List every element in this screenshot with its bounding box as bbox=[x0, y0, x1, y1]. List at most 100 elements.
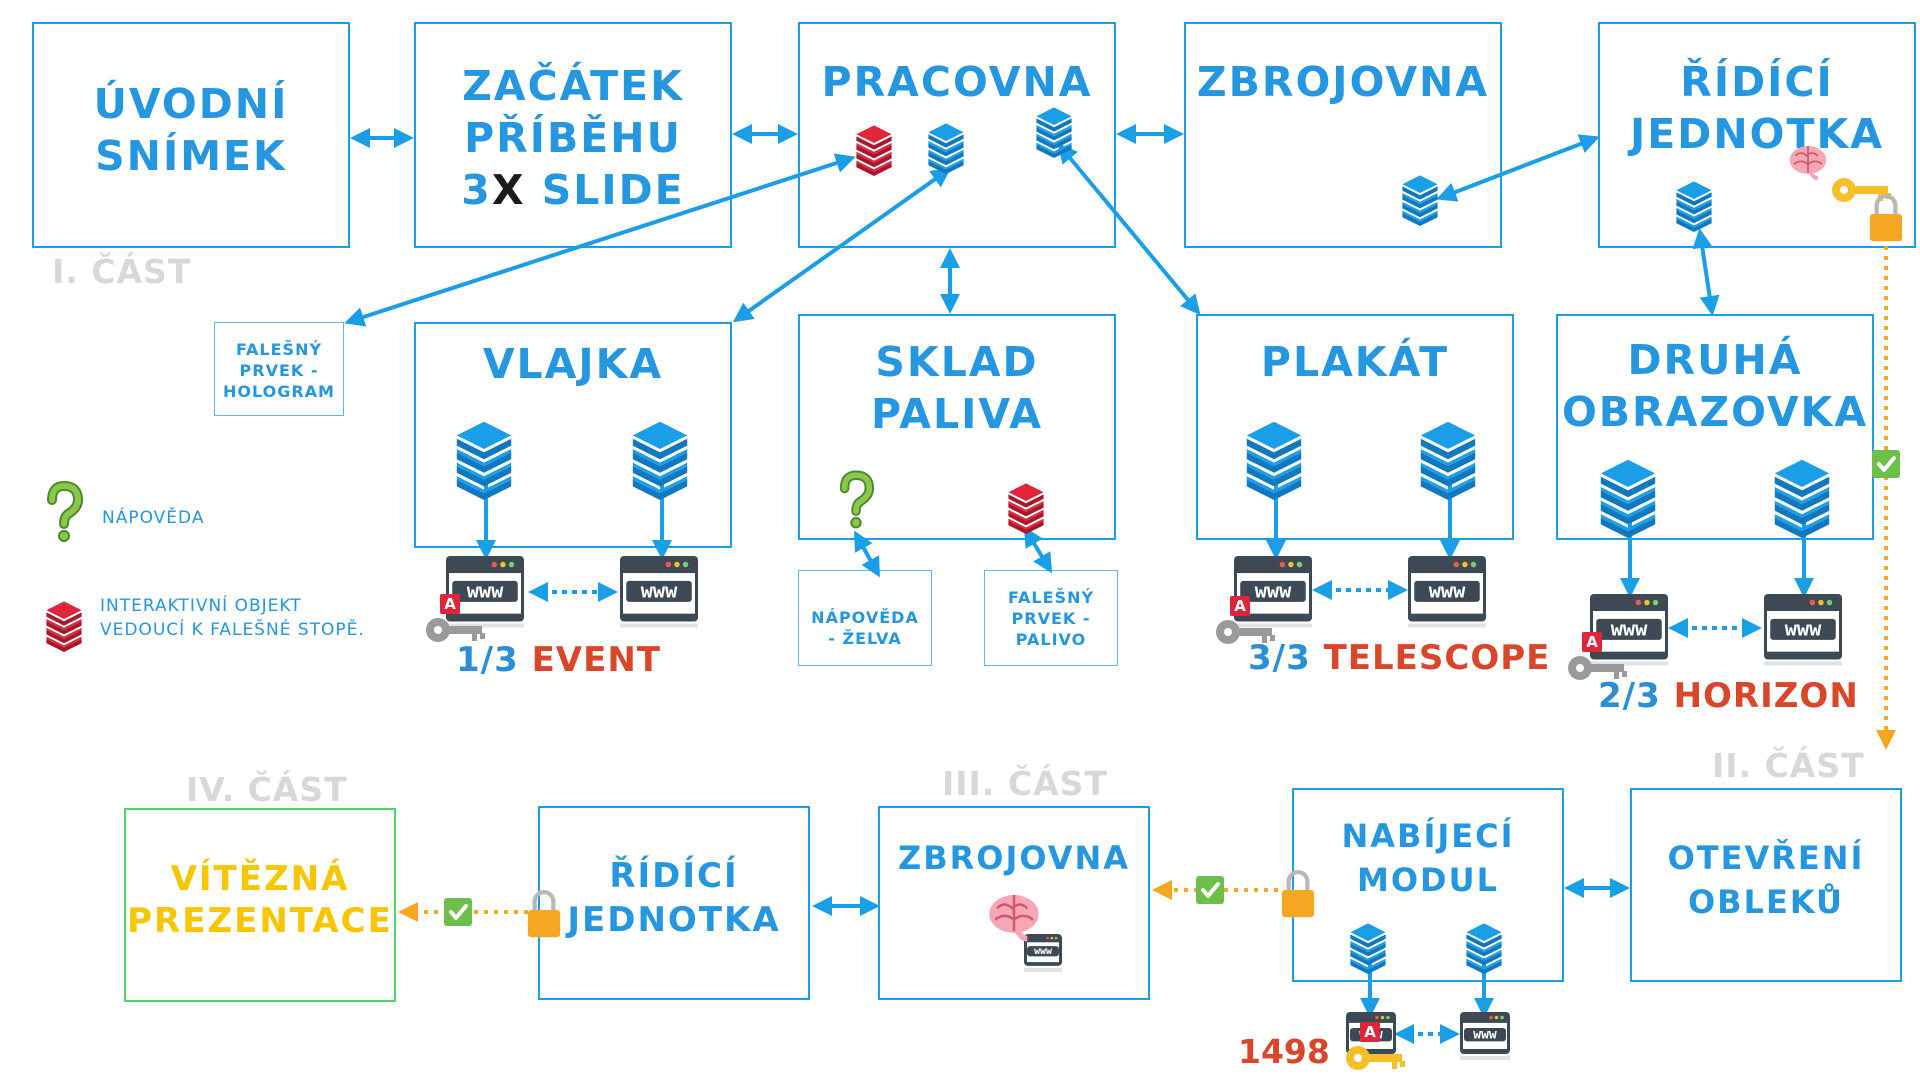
key-badge: A bbox=[1230, 596, 1250, 616]
room-ridici-jednotka: ŘÍDÍCÍ JEDNOTKA bbox=[1598, 22, 1916, 248]
link-zbrojovna-ridici bbox=[1436, 134, 1600, 202]
small-box-label: FALEŠNÝ PRVEK - HOLOGRAM bbox=[223, 340, 335, 401]
code-fraction: 3/3 bbox=[1248, 638, 1311, 678]
check-icon bbox=[444, 898, 472, 926]
room-ridici-jednotka-2: ŘÍDÍCÍ JEDNOTKA bbox=[538, 806, 810, 1000]
fake-element-palivo: FALEŠNÝ PRVEK - PALIVO bbox=[984, 570, 1118, 666]
www-label: www bbox=[467, 578, 504, 602]
browser-window-icon: www bbox=[1764, 594, 1842, 666]
room-title: PLAKÁT bbox=[1260, 338, 1450, 386]
link-pracovna-vlajka bbox=[732, 167, 952, 323]
code-word: EVENT bbox=[531, 640, 661, 680]
room-nabijeci-modul: NABÍJECÍ MODUL bbox=[1292, 788, 1564, 982]
room-plakat: PLAKÁT bbox=[1196, 314, 1514, 540]
legend-hint-label: NÁPOVĚDA bbox=[102, 508, 205, 528]
code-horizon: 2/3 HORIZON bbox=[1598, 676, 1859, 716]
room-title: PRACOVNA bbox=[821, 58, 1093, 106]
fake-element-hologram: FALEŠNÝ PRVEK - HOLOGRAM bbox=[214, 322, 344, 416]
stack-icon bbox=[1402, 175, 1438, 226]
hint-zelva: NÁPOVĚDA - ŽELVA bbox=[798, 570, 932, 666]
check-icon bbox=[1196, 876, 1224, 904]
key-icon: A bbox=[1216, 596, 1275, 644]
room-title: ŘÍDÍCÍ JEDNOTKA bbox=[1630, 58, 1884, 158]
room-title: VLAJKA bbox=[482, 340, 664, 388]
link-sklad-palivo bbox=[1023, 526, 1053, 574]
key-badge: A bbox=[1582, 632, 1602, 652]
room-title: NABÍJECÍ MODUL bbox=[1341, 817, 1515, 899]
room-title: ZBROJOVNA bbox=[1196, 58, 1490, 106]
legend-interactive-label: INTERAKTIVNÍ OBJEKT VEDOUCÍ K FALEŠNÉ ST… bbox=[100, 596, 365, 640]
code-word: HORIZON bbox=[1673, 676, 1859, 716]
key-badge: A bbox=[440, 594, 460, 614]
room-sklad-paliva: SKLAD PALIVA bbox=[798, 314, 1116, 540]
room-vitezna-prezentace: VÍTĚZNÁ PREZENTACE bbox=[124, 808, 396, 1002]
room-title: ŘÍDÍCÍ JEDNOTKA bbox=[567, 856, 781, 940]
stack-red-icon bbox=[1008, 483, 1044, 534]
www-label: www bbox=[1034, 946, 1052, 957]
key-icon: A bbox=[1346, 1022, 1405, 1070]
part-label-4: IV. ČÁST bbox=[186, 770, 348, 809]
code-fraction: 2/3 bbox=[1598, 676, 1661, 716]
www-label: www bbox=[1611, 616, 1648, 640]
code-event: 1/3 EVENT bbox=[456, 640, 661, 680]
room-title: OTEVŘENÍ OBLEKŮ bbox=[1667, 839, 1865, 921]
stack-red-icon bbox=[46, 601, 82, 652]
code-fraction: 1/3 bbox=[456, 640, 519, 680]
stack-icon bbox=[928, 123, 964, 174]
room-otevreni-obleku: OTEVŘENÍ OBLEKŮ bbox=[1630, 788, 1902, 982]
room-title: ZBROJOVNA bbox=[898, 839, 1130, 877]
svg-text:A: A bbox=[444, 595, 456, 613]
part-label-3: III. ČÁST bbox=[942, 764, 1108, 803]
stack-icon bbox=[1466, 923, 1502, 974]
code-telescope: 3/3 TELESCOPE bbox=[1248, 638, 1550, 678]
brain-icon bbox=[1789, 146, 1827, 181]
key-icon: A bbox=[1568, 632, 1627, 680]
stack-icon bbox=[1350, 923, 1386, 974]
part-label-2: II. ČÁST bbox=[1712, 746, 1865, 785]
lock-icon bbox=[1281, 870, 1315, 918]
svg-text:A: A bbox=[1586, 633, 1598, 651]
stack-icon bbox=[1246, 421, 1302, 500]
room-uvodni-snimek: ÚVODNÍ SNÍMEK bbox=[32, 22, 350, 248]
svg-text:A: A bbox=[1364, 1023, 1376, 1041]
link-sklad-zelva bbox=[854, 530, 880, 578]
browser-window-icon: www bbox=[1460, 1012, 1510, 1060]
browser-window-icon: www bbox=[620, 556, 698, 628]
link-ridici-druha bbox=[1692, 228, 1720, 316]
code-word: TELESCOPE bbox=[1323, 638, 1551, 678]
svg-text:A: A bbox=[1234, 597, 1246, 615]
small-box-label: FALEŠNÝ PRVEK - PALIVO bbox=[1007, 588, 1095, 649]
part-label-1: I. ČÁST bbox=[52, 252, 192, 291]
link-pracovna-plakat bbox=[1057, 142, 1201, 316]
room-title: ÚVODNÍ SNÍMEK bbox=[93, 80, 289, 180]
lock-icon bbox=[1869, 194, 1903, 242]
small-box-label: NÁPOVĚDA - ŽELVA bbox=[811, 608, 919, 648]
www-label: www bbox=[1429, 578, 1466, 602]
room-title: DRUHÁ OBRAZOVKA bbox=[1561, 336, 1869, 436]
browser-window-icon: www bbox=[1234, 556, 1312, 628]
browser-window-icon: www bbox=[446, 556, 524, 628]
room-title: VÍTĚZNÁ PREZENTACE bbox=[127, 859, 393, 941]
stack-red-icon bbox=[856, 125, 892, 176]
check-icon bbox=[1872, 450, 1900, 478]
www-label: www bbox=[1255, 578, 1292, 602]
key-badge: A bbox=[1360, 1022, 1380, 1042]
link-hologram bbox=[344, 153, 856, 327]
www-label: www bbox=[1785, 616, 1822, 640]
stack-icon bbox=[1676, 181, 1712, 232]
brain-icon bbox=[989, 894, 1039, 942]
question-icon bbox=[839, 470, 875, 529]
lock-icon bbox=[527, 890, 561, 938]
browser-window-icon: www bbox=[1408, 556, 1486, 628]
key-icon: A bbox=[426, 594, 485, 642]
final-code: 1498 bbox=[1238, 1032, 1330, 1071]
room-title: SKLAD PALIVA bbox=[870, 338, 1044, 438]
browser-window-icon: www bbox=[1024, 934, 1062, 972]
www-label: www bbox=[1473, 1027, 1497, 1042]
www-label: www bbox=[641, 578, 678, 602]
question-icon bbox=[47, 480, 84, 542]
stack-icon bbox=[1036, 107, 1072, 158]
browser-window-icon: www bbox=[1590, 594, 1668, 666]
